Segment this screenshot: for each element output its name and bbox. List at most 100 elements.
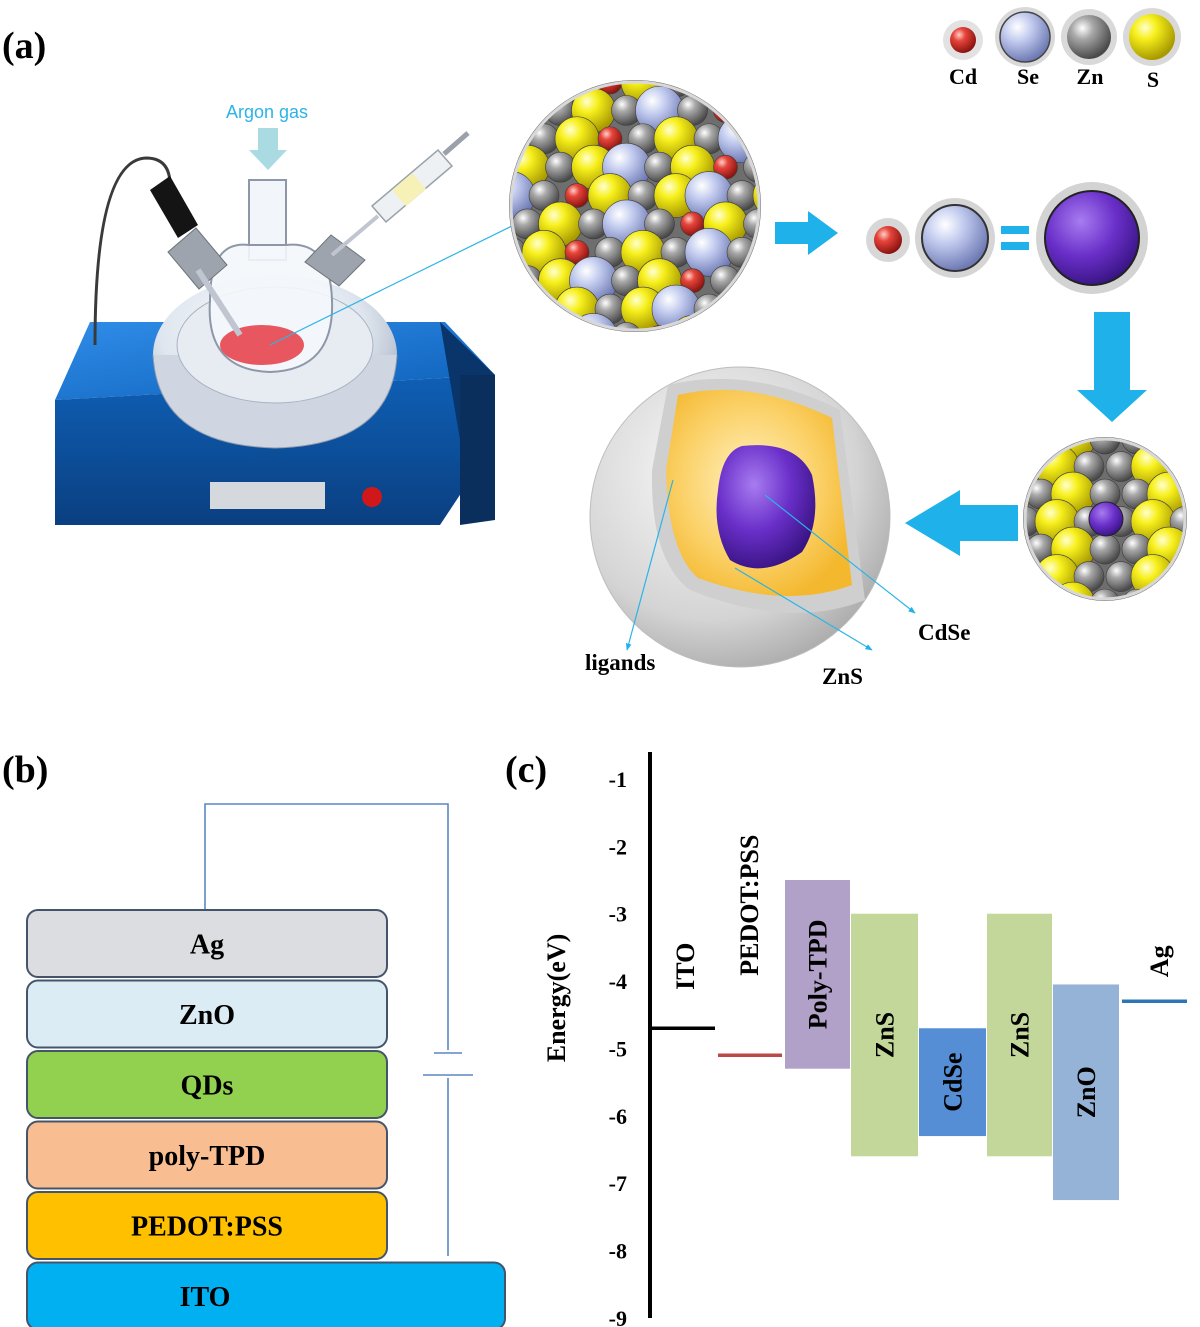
s-atom: [511, 315, 550, 330]
se-atom: [519, 82, 569, 107]
zn-atom: [777, 266, 807, 296]
s-atom: [736, 315, 759, 330]
level-label-zns: ZnS: [871, 1012, 900, 1058]
panel-label-c: (c): [505, 749, 547, 791]
equals-sign-icon: [1001, 226, 1029, 234]
panel-label-a: (a): [2, 25, 46, 67]
y-tick-label: -6: [609, 1104, 627, 1129]
hotplate-display: [210, 482, 325, 509]
element-legend: Cd Se Zn S: [943, 7, 1181, 92]
se-atom-icon: [921, 204, 989, 272]
level-bar-cdse: [919, 1028, 986, 1137]
layer-label: ZnO: [179, 1000, 235, 1031]
s-atom: [752, 173, 759, 218]
gas-inlet-arrow-icon: [249, 128, 287, 170]
battery-circuit: [204, 803, 473, 1256]
s-atom-icon: [1129, 14, 1175, 60]
se-atom: [569, 313, 618, 330]
y-tick-label: -1: [609, 767, 627, 792]
level-bar-zno: [1053, 984, 1119, 1201]
flow-arrow-down-icon: [1077, 312, 1147, 422]
zoom-pointer-line: [269, 221, 521, 346]
legend-item-s: S: [1123, 8, 1181, 92]
s-atom: [1195, 445, 1200, 489]
legend-label-se: Se: [1017, 64, 1039, 89]
layer-zno: ZnO: [26, 979, 388, 1049]
legend-item-zn: Zn: [1061, 9, 1117, 89]
s-atom: [456, 60, 500, 104]
cd-atom: [515, 98, 540, 123]
zn-atom: [611, 322, 642, 330]
layer-label: poly-TPD: [149, 1141, 266, 1172]
s-atom: [1050, 581, 1096, 599]
zn-atom: [777, 95, 807, 125]
zn-atom: [1186, 589, 1200, 619]
zn-atom: [710, 322, 741, 330]
zn-atom: [463, 181, 493, 211]
layer-ito: ITO: [26, 1261, 506, 1327]
level-label-poly-tpd: Poly-TPD: [804, 919, 833, 1029]
zn-atom: [1186, 424, 1200, 454]
y-tick-label: -8: [609, 1239, 627, 1264]
y-tick-label: -9: [609, 1306, 627, 1327]
s-atom: [511, 88, 517, 133]
level-bar-zns: [851, 913, 918, 1157]
se-atom: [717, 82, 759, 107]
cd-atom: [647, 325, 672, 330]
zn-atom: [1025, 561, 1041, 592]
cd-atom-icon: [874, 226, 902, 254]
ligands-label: ligands: [585, 650, 655, 675]
panel-label-b: (b): [2, 749, 48, 791]
y-tick-label: -7: [609, 1171, 627, 1196]
se-atom: [454, 228, 502, 276]
cd-atom: [483, 212, 507, 236]
hotplate-knob[interactable]: [362, 487, 382, 507]
level-bar-zns: [987, 913, 1052, 1157]
level-label-ag: Ag: [1145, 945, 1174, 977]
zns-label: ZnS: [822, 664, 863, 689]
se-atom-icon: [999, 11, 1051, 63]
s-atom: [1195, 555, 1200, 599]
level-bar-poly-tpd: [785, 880, 850, 1069]
core-shell-quantum-dot-icon: [589, 366, 891, 668]
s-atom: [736, 88, 759, 133]
flow-arrow-left-icon: [905, 490, 1018, 556]
zn-atom: [511, 82, 527, 98]
legend-label-s: S: [1147, 67, 1159, 92]
s-atom: [1146, 581, 1185, 599]
cd-atom: [483, 155, 507, 179]
syringe-icon: [330, 131, 470, 257]
zn-atom: [511, 293, 527, 325]
zn-atom: [1089, 588, 1121, 599]
zn-atom: [1089, 439, 1121, 455]
y-tick-label: -5: [609, 1036, 627, 1061]
flow-arrow-right-icon: [775, 211, 838, 255]
zn-atom-icon: [1067, 15, 1111, 59]
cdse-core-icon: [1044, 190, 1140, 286]
zn-atom: [1025, 588, 1057, 599]
s-atom: [719, 286, 759, 330]
legend-item-se: Se: [995, 7, 1055, 89]
zn-atom: [545, 322, 576, 330]
level-label-cdse: CdSe: [939, 1053, 968, 1112]
layer-pedot-pss: PEDOT:PSS: [26, 1191, 388, 1260]
cdse-label: CdSe: [918, 620, 970, 645]
cd-atom-icon: [950, 27, 976, 53]
level-label-pedot-pss: PEDOT:PSS: [735, 835, 764, 976]
y-axis-label: Energy(eV): [542, 934, 571, 1063]
cdse-core-icon: [1088, 501, 1124, 537]
s-atom: [1195, 500, 1200, 544]
precursor-mixture-zoom: [454, 60, 814, 352]
zn-atom: [1025, 439, 1057, 455]
thermocouple-probe-icon: [93, 156, 198, 346]
layer-label: QDs: [181, 1071, 234, 1102]
cd-atom: [763, 297, 787, 321]
s-atom: [770, 145, 814, 189]
level-label-zno: ZnO: [1072, 1066, 1101, 1118]
y-tick-label: -4: [609, 969, 627, 994]
zn-atom: [480, 322, 510, 352]
s-atom: [1025, 581, 1032, 599]
